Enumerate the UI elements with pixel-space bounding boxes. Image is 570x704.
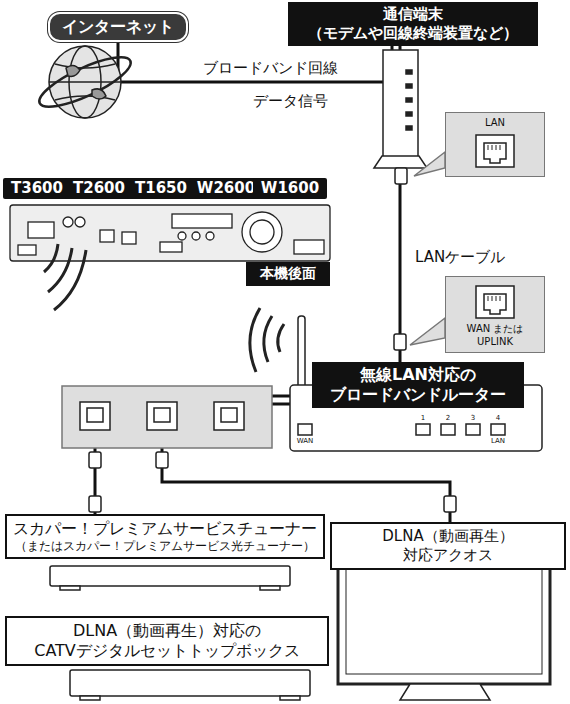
port-callout: LAN [445, 112, 545, 177]
port-callout [62, 386, 272, 448]
port-callout: WAN または UPLINK [445, 276, 545, 353]
node-text: DLNA（動画再生）対応の CATVデジタルセットトップボックス [13, 621, 321, 661]
port-name: LAN [491, 438, 505, 445]
globe-icon [34, 46, 136, 118]
router-label: 無線LAN対応の ブロードバンドルーター [312, 362, 524, 408]
node-text: T2600 [69, 179, 129, 198]
lan-plug [394, 318, 445, 350]
node-text: スカパー！プレミアムサービスチューナー [13, 519, 317, 539]
model-tag: W1600 [253, 178, 327, 199]
cloud-label: インターネット [48, 12, 188, 42]
device-box: DLNA（動画再生）対応アクオス [330, 522, 566, 570]
modem-device [374, 50, 445, 184]
node-text: T3600 [7, 179, 67, 198]
model-tag: W2600 [189, 178, 263, 199]
edge-label: LANケーブル [412, 248, 508, 267]
view-label: 本機後面 [246, 262, 330, 286]
stb-device [70, 670, 310, 700]
port-number: 2 [446, 415, 450, 422]
node-text: LAN [450, 117, 540, 130]
port-number: 3 [471, 415, 475, 422]
node-text: 本機後面 [254, 265, 322, 283]
node-text: W2600 [193, 179, 259, 198]
model-tag: T2600 [65, 178, 133, 199]
port-number: 1 [421, 415, 425, 422]
router-device [250, 308, 542, 451]
recorder-back [10, 205, 330, 261]
port-name: WAN [297, 438, 314, 445]
port-number: 4 [496, 415, 500, 422]
lan-cable [118, 42, 392, 82]
model-tag: T1650 [127, 178, 195, 199]
tv-device [338, 552, 550, 700]
edge-label: ブロードバンド回線 [200, 59, 341, 78]
node-text: DLNA（動画再生）対応アクオス [338, 527, 558, 565]
device-label: 通信端末 （モデムや回線終端装置など） [288, 2, 538, 46]
node-text: 通信端末 （モデムや回線終端装置など） [296, 5, 530, 43]
node-text: W1600 [257, 179, 323, 198]
node-text: WAN または UPLINK [450, 323, 540, 348]
model-tag: T3600 [3, 178, 71, 199]
lan-plug [89, 452, 456, 512]
jack-icon [474, 284, 516, 320]
cable-line [118, 42, 392, 82]
tuner-device [50, 566, 290, 590]
node-text: T1650 [131, 179, 191, 198]
node-text: インターネット [58, 17, 178, 37]
device-box: スカパー！プレミアムサービスチューナー（またはスカパー！プレミアムサービス光チュ… [5, 514, 325, 559]
signal-label: データ信号 [250, 92, 331, 111]
wireless-waves [44, 244, 86, 310]
jack-icon [474, 133, 516, 169]
device-box: DLNA（動画再生）対応の CATVデジタルセットトップボックス [5, 616, 329, 666]
node-text: （またはスカパー！プレミアムサービス光チューナー） [13, 539, 317, 554]
node-text: 無線LAN対応の ブロードバンドルーター [320, 365, 516, 405]
